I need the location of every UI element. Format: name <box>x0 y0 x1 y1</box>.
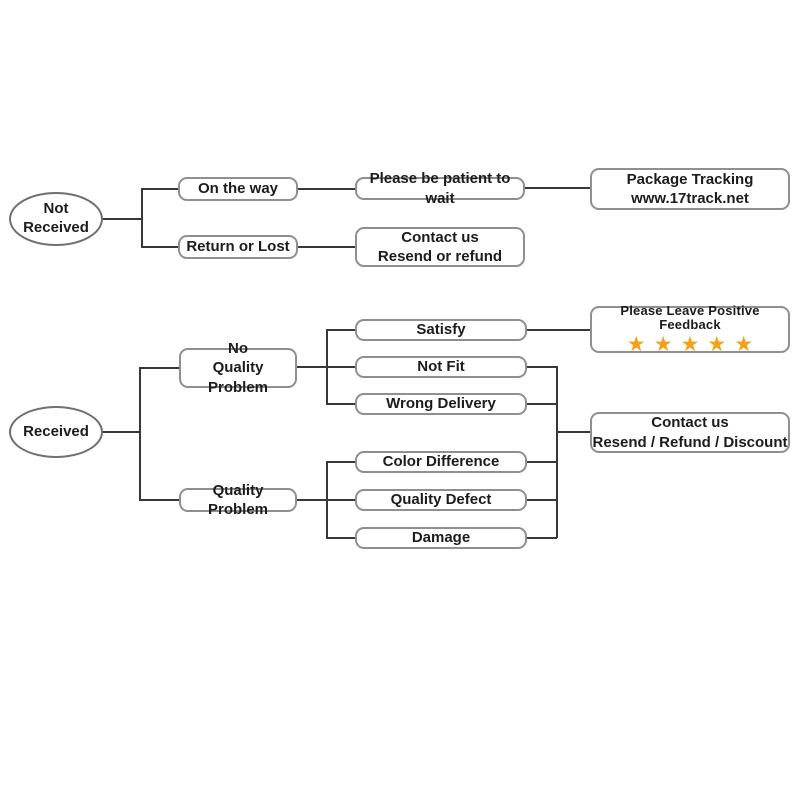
connector-line <box>141 246 178 248</box>
node-positive-feedback: Please Leave Positive Feedback ★★★★★ <box>590 303 790 356</box>
connector-line <box>103 218 142 220</box>
node-quality-problem: Quality Problem <box>179 482 297 518</box>
connector-line <box>527 403 557 405</box>
connector-line <box>527 461 557 463</box>
connector-line <box>298 246 355 248</box>
feedback-title: Please Leave Positive Feedback <box>620 303 760 333</box>
node-quality-defect: Quality Defect <box>355 489 527 511</box>
node-no-quality-problem: No Quality Problem <box>179 340 297 396</box>
connector-line <box>556 366 558 538</box>
connector-line <box>141 188 143 248</box>
node-contact-resend-refund: Contact us Resend or refund <box>355 227 525 267</box>
connector-line <box>527 537 557 539</box>
connector-line <box>139 499 179 501</box>
connector-line <box>326 461 355 463</box>
connector-line <box>556 431 590 433</box>
connector-line <box>326 461 328 539</box>
connector-line <box>527 499 557 501</box>
connector-line <box>139 367 141 501</box>
node-satisfy: Satisfy <box>355 319 527 341</box>
node-return-or-lost: Return or Lost <box>178 235 298 259</box>
connector-line <box>141 188 178 190</box>
node-contact-resend-refund-discount: Contact us Resend / Refund / Discount <box>590 412 790 453</box>
connector-line <box>298 188 355 190</box>
node-not-received: Not Received <box>9 192 103 246</box>
connector-line <box>525 187 590 189</box>
node-received: Received <box>9 406 103 458</box>
five-star-rating-icon: ★★★★★ <box>626 331 762 356</box>
node-color-difference: Color Difference <box>355 451 527 473</box>
connector-line <box>326 329 355 331</box>
connector-line <box>527 329 590 331</box>
connector-line <box>139 367 179 369</box>
node-package-tracking: Package Tracking www.17track.net <box>590 168 790 210</box>
connector-line <box>326 329 328 405</box>
connector-line <box>326 537 355 539</box>
connector-line <box>527 366 557 368</box>
node-wrong-delivery: Wrong Delivery <box>355 393 527 415</box>
node-on-the-way: On the way <box>178 177 298 201</box>
node-not-fit: Not Fit <box>355 356 527 378</box>
node-be-patient: Please be patient to wait <box>355 170 525 207</box>
node-damage: Damage <box>355 527 527 549</box>
connector-line <box>103 431 140 433</box>
connector-line <box>326 403 355 405</box>
